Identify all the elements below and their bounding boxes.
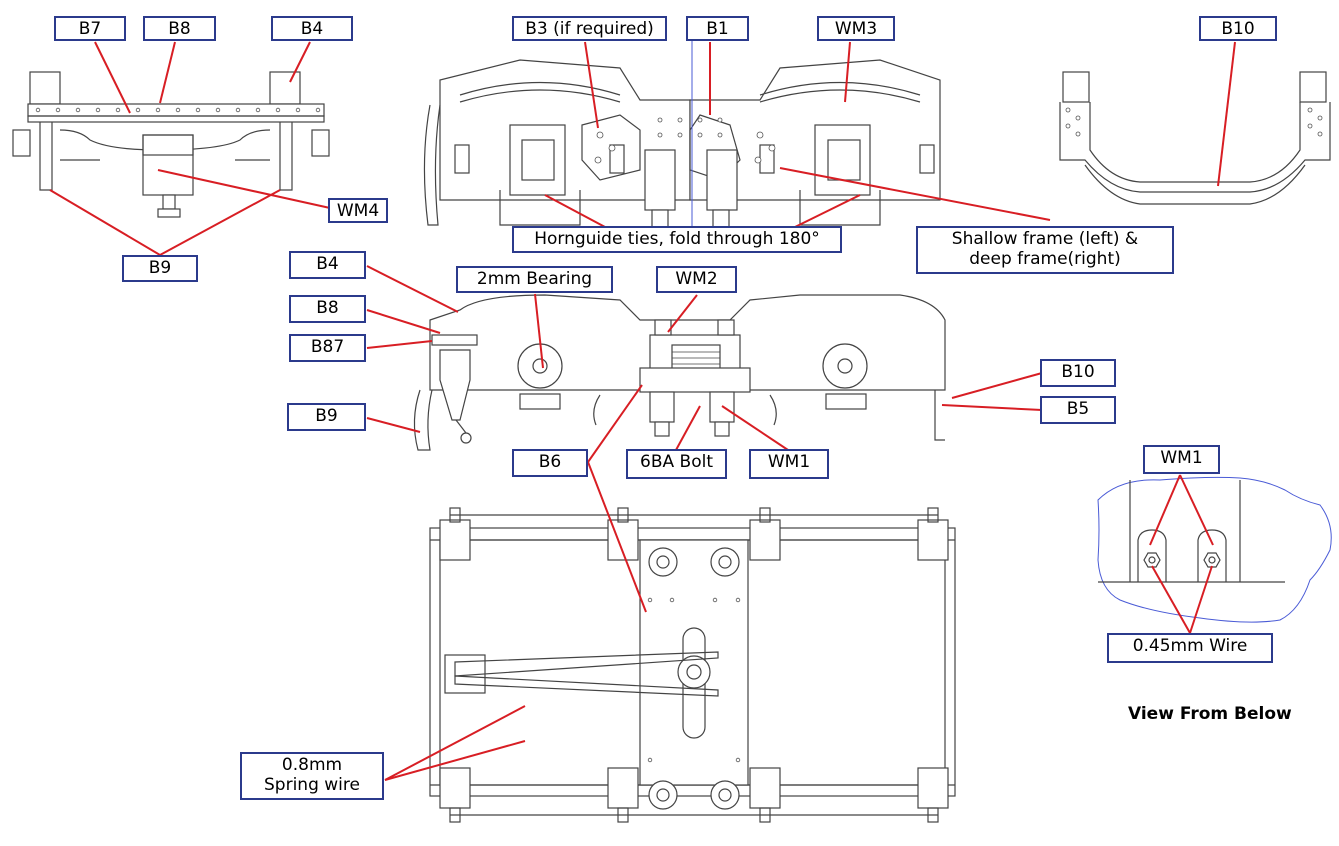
- label-b9-mid: B9: [287, 403, 366, 431]
- label-wm1-mid: WM1: [749, 449, 829, 479]
- end-view-drawing: [12, 71, 330, 218]
- u-frame-drawing: [1059, 71, 1331, 205]
- label-b8-mid: B8: [289, 295, 366, 323]
- label-wm3: WM3: [817, 16, 895, 41]
- label-6ba-bolt: 6BA Bolt: [626, 449, 727, 479]
- label-b3: B3 (if required): [512, 16, 667, 41]
- label-shallow-deep-frame: Shallow frame (left) & deep frame(right): [916, 226, 1174, 274]
- label-wm2: WM2: [656, 266, 737, 293]
- label-b5: B5: [1040, 396, 1116, 424]
- leader-lines: [49, 41, 1236, 781]
- label-b87: B87: [289, 334, 366, 362]
- label-wm4: WM4: [328, 198, 388, 223]
- label-b4-mid: B4: [289, 251, 366, 279]
- side-elevation-drawing: [413, 294, 946, 451]
- label-wm1-right: WM1: [1143, 445, 1220, 474]
- view-from-below-caption: View From Below: [1128, 704, 1292, 724]
- label-b9-top: B9: [122, 255, 198, 282]
- label-b8-top: B8: [143, 16, 216, 41]
- label-b1: B1: [686, 16, 749, 41]
- label-b4-top: B4: [271, 16, 353, 41]
- plan-view-drawing: [429, 507, 956, 823]
- label-spring-wire: 0.8mm Spring wire: [240, 752, 384, 800]
- detail-view-drawing: [1097, 476, 1332, 623]
- label-wire-045: 0.45mm Wire: [1107, 633, 1273, 663]
- label-b10-top: B10: [1199, 16, 1277, 41]
- label-bearing: 2mm Bearing: [456, 266, 613, 293]
- label-b7: B7: [54, 16, 126, 41]
- side-frame-drawing: [423, 40, 941, 240]
- label-b6: B6: [512, 449, 588, 477]
- label-hornguide: Hornguide ties, fold through 180°: [512, 226, 842, 253]
- label-b10-mid: B10: [1040, 359, 1116, 387]
